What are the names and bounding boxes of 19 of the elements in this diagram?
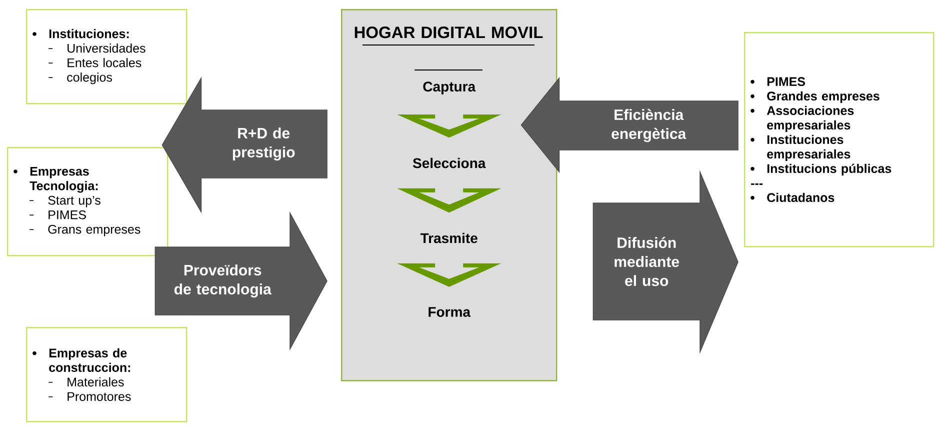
list-box: PIMES Grandes empreses Associaciones empresariales Instituciones empresariales Institucions públicas --- Ciutadanos [744,32,934,248]
step-label: Forma [428,307,471,317]
chevron-arrow [397,114,502,138]
edge-label: Proveïdors de tecnologia [174,264,272,298]
edge-label: Difusión mediante el uso [614,236,680,286]
chevron-arrow [397,188,502,213]
edge-label: R+D de prestigio [232,127,295,161]
chevron-arrow [397,263,502,287]
list-box: Instituciones: Universidades Entes locales colegios [26,9,188,104]
block-arrow [154,211,328,351]
list-box: Empresas Tecnologia: Start up’s PIMES Grans empreses [7,147,168,256]
edge-label: Eficiència energètica [612,108,686,142]
list-box: Empresas de construccion: Materiales Promotores [26,327,188,422]
block-arrow [520,76,738,174]
step-label: Trasmite [420,232,478,244]
step-label: Captura [423,82,476,94]
step-label: Selecciona [412,158,486,168]
block-arrow [592,170,738,354]
block-arrow [162,76,328,214]
